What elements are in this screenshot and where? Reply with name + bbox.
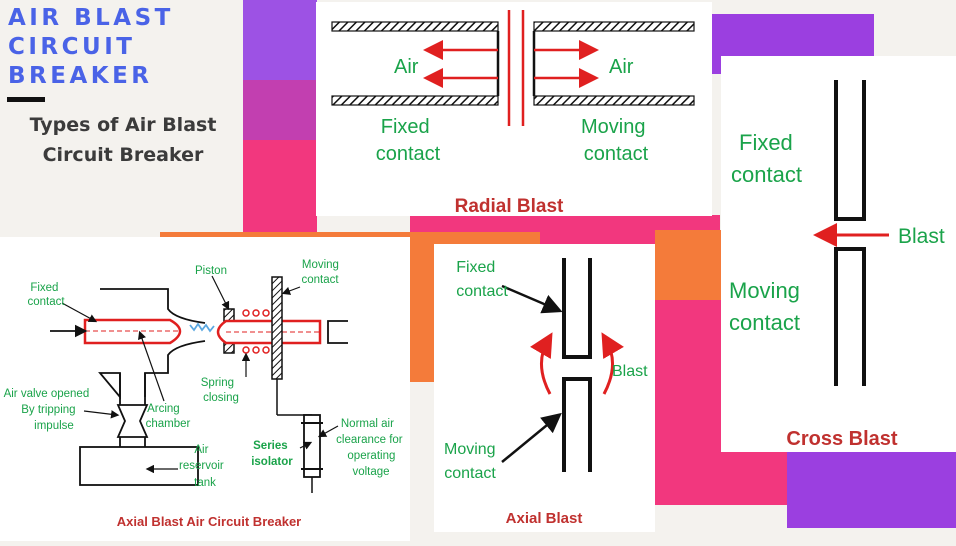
moving-contact-label: Moving contact	[301, 259, 342, 286]
blast-arrow-left	[530, 332, 553, 395]
blast-label: Blast	[898, 225, 945, 248]
title-line-3: BREAKER	[8, 63, 153, 89]
guide-wall	[271, 276, 283, 380]
moving-contact-label: Moving contact	[444, 441, 500, 482]
blast-arrow-right	[601, 332, 624, 395]
subtitle-line-1: Types of Air Blast	[29, 114, 217, 136]
title-line-2: CIRCUIT	[8, 34, 136, 60]
moving-contact-label: Moving contact	[581, 116, 651, 165]
moving-contact-label: Moving contact	[729, 278, 806, 335]
moving-contact-rod	[562, 377, 592, 472]
air-reservoir-tank	[79, 446, 199, 486]
series-isolator	[303, 414, 321, 478]
left-pipe-top-wall	[331, 21, 499, 32]
subtitle-line-2: Circuit Breaker	[42, 144, 204, 166]
blast-label: Blast	[612, 363, 648, 380]
arcing-chamber-label: Arcing chamber	[146, 403, 191, 430]
fixed-contact-label: Fixed contact	[456, 259, 508, 300]
fixed-contact-rod	[562, 258, 592, 359]
air-valve	[116, 404, 149, 438]
normal-air-label: Normal air clearance for operating volta…	[336, 418, 406, 478]
right-pipe-top-wall	[533, 21, 695, 32]
cross-blast-card: Blast Fixed contact Moving contact Cross…	[721, 56, 956, 452]
fixed-contact-label: Fixed contact	[376, 116, 441, 165]
fixed-contact-label: Fixed contact	[731, 130, 802, 187]
arc-spark	[189, 322, 215, 333]
cross-blast-diagram: Blast Fixed contact Moving contact Cross…	[729, 80, 945, 450]
fixed-contact-rod	[834, 80, 866, 221]
fixed-pointer	[501, 284, 563, 314]
moving-pointer	[501, 412, 562, 463]
cross-blast-caption: Cross Blast	[786, 428, 897, 450]
violet-block-bottom	[787, 452, 956, 528]
orange-block-left	[160, 232, 410, 237]
violet-block-top	[243, 0, 317, 80]
axial-breaker-card: Fixed contact Piston Moving contact Air …	[0, 237, 410, 541]
left-pipe-bottom-wall	[331, 95, 499, 106]
fixed-contact-label: Fixed contact	[27, 282, 65, 308]
orange-block-right	[655, 230, 721, 310]
air-label-left: Air	[394, 56, 419, 78]
axial-breaker-caption: Axial Blast Air Circuit Breaker	[117, 514, 301, 529]
spring-closing-label: Spring closing	[201, 377, 239, 404]
radial-blast-card: Air Air Fixed contact Moving contact Rad…	[316, 2, 712, 217]
air-valve-label: Air valve opened By tripping impulse	[4, 388, 93, 432]
fixed-contact-rod	[83, 318, 182, 345]
page-title: AIR BLAST CIRCUIT BREAKER	[8, 4, 228, 91]
radial-blast-diagram: Air Air Fixed contact Moving contact Rad…	[331, 10, 695, 217]
right-pipe-bottom-wall	[533, 95, 695, 106]
series-isolator-label: Series isolator	[251, 440, 293, 468]
air-label-right: Air	[609, 56, 634, 78]
piston-label: Piston	[195, 265, 227, 277]
axial-blast-diagram: Fixed contact Blast Moving contact Axial…	[444, 258, 648, 527]
magenta-block	[243, 80, 317, 140]
axial-blast-card: Fixed contact Blast Moving contact Axial…	[434, 244, 655, 532]
page-subtitle: Types of Air Blast Circuit Breaker	[18, 110, 228, 170]
moving-contact-rod	[834, 247, 866, 386]
title-line-1: AIR BLAST	[8, 5, 174, 31]
axial-breaker-diagram: Fixed contact Piston Moving contact Air …	[4, 259, 406, 529]
radial-blast-caption: Radial Blast	[455, 196, 564, 216]
pink-block-left	[243, 140, 317, 235]
air-reservoir-label: Air reservoir tank	[179, 444, 227, 489]
axial-blast-caption: Axial Blast	[506, 510, 583, 527]
title-underline	[7, 97, 45, 102]
